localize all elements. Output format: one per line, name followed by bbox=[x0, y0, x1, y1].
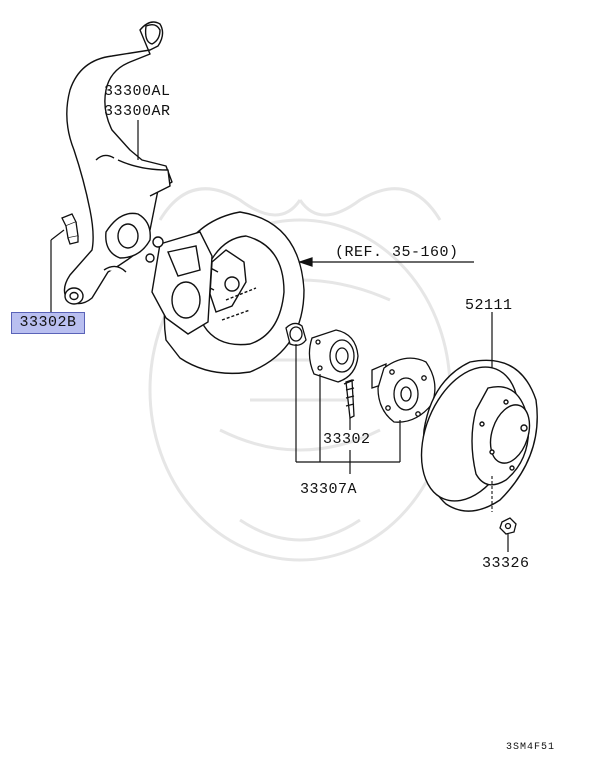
label-ref-35-160: (REF. 35-160) bbox=[335, 244, 459, 261]
label-33326: 33326 bbox=[482, 555, 530, 572]
brake-disc-52111 bbox=[420, 359, 538, 512]
label-33302b-highlighted[interactable]: 33302B bbox=[11, 312, 85, 334]
steering-knuckle bbox=[63, 21, 173, 305]
label-33302: 33302 bbox=[323, 431, 371, 448]
hub-assembly-parts bbox=[285, 322, 436, 423]
ref-leader bbox=[298, 257, 474, 267]
label-33300al: 33300AL bbox=[104, 83, 171, 100]
caliper-assembly bbox=[145, 231, 213, 335]
leader-33307a bbox=[295, 344, 401, 474]
diagram-code: 3SM4F51 bbox=[506, 742, 556, 753]
nut-33326 bbox=[499, 517, 517, 535]
label-33307a: 33307A bbox=[300, 481, 358, 498]
label-52111: 52111 bbox=[465, 297, 513, 314]
label-33300ar: 33300AR bbox=[104, 103, 171, 120]
bolt-33302b bbox=[61, 213, 79, 245]
